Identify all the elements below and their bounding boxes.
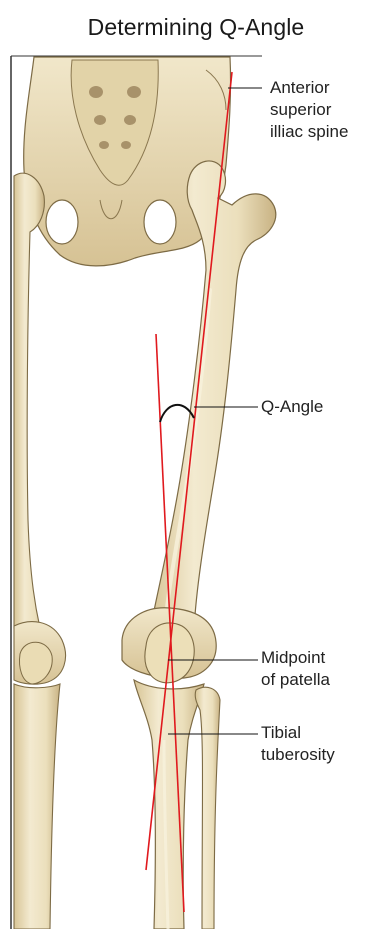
left-femur xyxy=(14,173,66,929)
tibial-label: Tibial tuberosity xyxy=(261,722,335,766)
q-angle-label-text: Q-Angle xyxy=(261,396,323,418)
patella-label: Midpoint of patella xyxy=(261,647,330,691)
pelvis xyxy=(24,57,231,266)
patella-label-line1: Midpoint xyxy=(261,647,330,669)
right-tibia xyxy=(134,680,204,929)
patella-label-line2: of patella xyxy=(261,669,330,691)
tibial-label-line2: tuberosity xyxy=(261,744,335,766)
q-angle-label: Q-Angle xyxy=(261,396,323,418)
asis-label-line2: superior xyxy=(270,99,348,121)
asis-label-line3: illiac spine xyxy=(270,121,348,143)
asis-label-line1: Anterior xyxy=(270,77,348,99)
tibial-label-line1: Tibial xyxy=(261,722,335,744)
right-fibula xyxy=(195,687,220,929)
asis-label: Anterior superior illiac spine xyxy=(270,77,348,143)
